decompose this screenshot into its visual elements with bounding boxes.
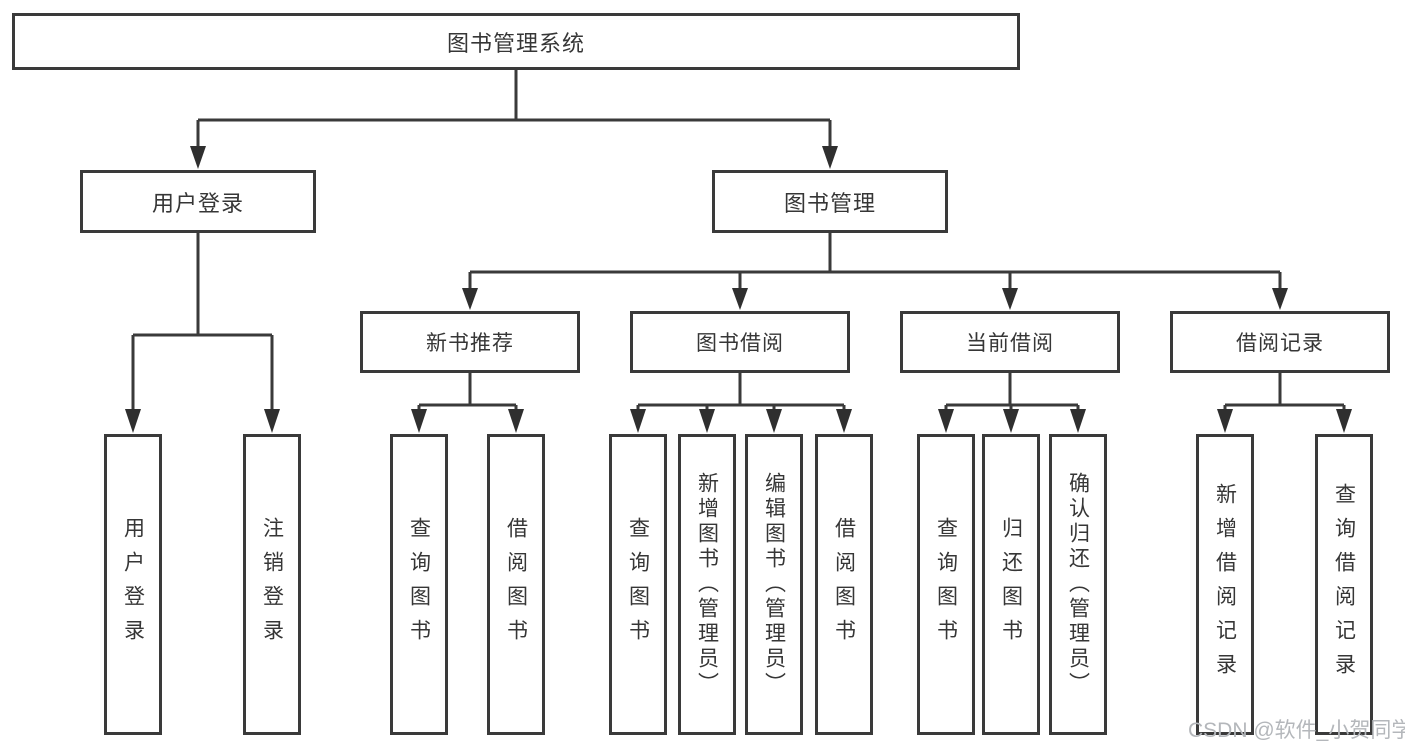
leaf-add-borrow-record: 新增借阅记录: [1196, 434, 1254, 735]
node-book-borrow: 图书借阅: [630, 311, 850, 373]
leaf-borrow-books-2: 借阅图书: [815, 434, 873, 735]
node-user-login: 用户登录: [80, 170, 316, 233]
leaf-edit-books-admin-label: 编辑图书（管理员）: [762, 472, 786, 697]
leaf-logout: 注销登录: [243, 434, 301, 735]
leaf-query-books-2: 查询图书: [609, 434, 667, 735]
connector-userlogin-to-leaves: [125, 233, 280, 433]
leaf-logout-label: 注销登录: [260, 516, 284, 653]
connector-bookmgmt-to-level3: [462, 233, 1288, 310]
leaf-query-borrow-record-label: 查询借阅记录: [1332, 482, 1356, 687]
leaf-query-books-1: 查询图书: [390, 434, 448, 735]
leaf-query-borrow-record: 查询借阅记录: [1315, 434, 1373, 735]
leaf-return-books-label: 归还图书: [999, 516, 1023, 653]
connector-root-to-level2: [190, 70, 838, 169]
leaf-query-books-2-label: 查询图书: [626, 516, 650, 653]
connector-currentborrow-to-leaves: [938, 373, 1086, 433]
leaf-add-books-admin-label: 新增图书（管理员）: [695, 472, 719, 697]
connector-newbookrec-to-leaves: [411, 373, 524, 433]
node-borrow-records: 借阅记录: [1170, 311, 1390, 373]
leaf-add-borrow-record-label: 新增借阅记录: [1213, 482, 1237, 687]
leaf-add-books-admin: 新增图书（管理员）: [678, 434, 736, 735]
node-book-mgmt: 图书管理: [712, 170, 948, 233]
leaf-return-books: 归还图书: [982, 434, 1040, 735]
leaf-user-login: 用户登录: [104, 434, 162, 735]
node-current-borrow: 当前借阅: [900, 311, 1120, 373]
connector-bookborrow-to-leaves: [630, 373, 852, 433]
node-new-book-recommend: 新书推荐: [360, 311, 580, 373]
leaf-query-books-3: 查询图书: [917, 434, 975, 735]
leaf-query-books-3-label: 查询图书: [934, 516, 958, 653]
leaf-edit-books-admin: 编辑图书（管理员）: [745, 434, 803, 735]
leaf-query-books-1-label: 查询图书: [407, 516, 431, 653]
leaf-confirm-return-admin: 确认归还（管理员）: [1049, 434, 1107, 735]
leaf-borrow-books-1: 借阅图书: [487, 434, 545, 735]
leaf-confirm-return-admin-label: 确认归还（管理员）: [1066, 472, 1090, 697]
leaf-borrow-books-1-label: 借阅图书: [504, 516, 528, 653]
connector-borrowrecords-to-leaves: [1217, 373, 1352, 433]
leaf-user-login-label: 用户登录: [121, 516, 145, 653]
csdn-watermark: CSDN @软件_小贺同学: [1188, 719, 1405, 742]
leaf-borrow-books-2-label: 借阅图书: [832, 516, 856, 653]
node-root: 图书管理系统: [12, 13, 1020, 70]
